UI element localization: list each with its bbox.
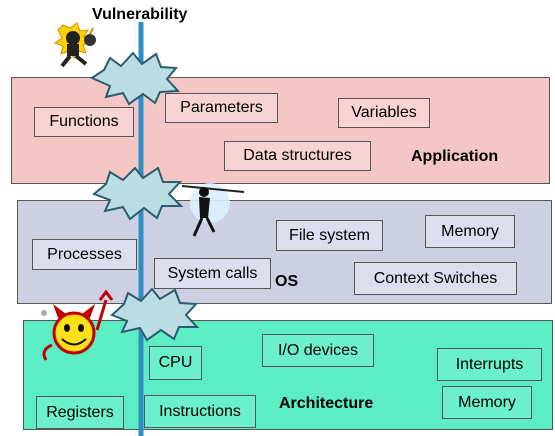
os-item-system-calls: System calls [154, 258, 271, 289]
application-item-parameters: Parameters [165, 93, 278, 123]
architecture-item-instructions: Instructions [144, 395, 256, 428]
architecture-item-registers: Registers [36, 396, 124, 429]
architecture-layer: CPU I/O devices Interrupts Registers Ins… [23, 320, 553, 430]
application-item-data-structures: Data structures [224, 141, 371, 171]
application-layer: Functions Parameters Variables Data stru… [11, 77, 550, 184]
os-item-memory: Memory [425, 215, 515, 248]
os-layer-label: OS [275, 273, 299, 290]
architecture-item-io-devices: I/O devices [262, 334, 374, 367]
architecture-layer-label: Architecture [279, 395, 374, 412]
os-layer: Processes System calls File system Memor… [17, 200, 552, 304]
application-item-variables: Variables [338, 98, 430, 128]
os-item-processes: Processes [32, 239, 137, 270]
application-item-functions: Functions [34, 107, 134, 137]
architecture-item-memory: Memory [442, 386, 532, 419]
architecture-item-cpu: CPU [149, 346, 202, 380]
application-layer-label: Application [411, 148, 499, 165]
os-item-file-system: File system [276, 220, 383, 251]
hacker-bomb-icon [53, 22, 96, 68]
architecture-item-interrupts: Interrupts [437, 348, 542, 381]
diagram-title: Vulnerability [92, 6, 188, 23]
os-item-context-switches: Context Switches [354, 262, 517, 295]
